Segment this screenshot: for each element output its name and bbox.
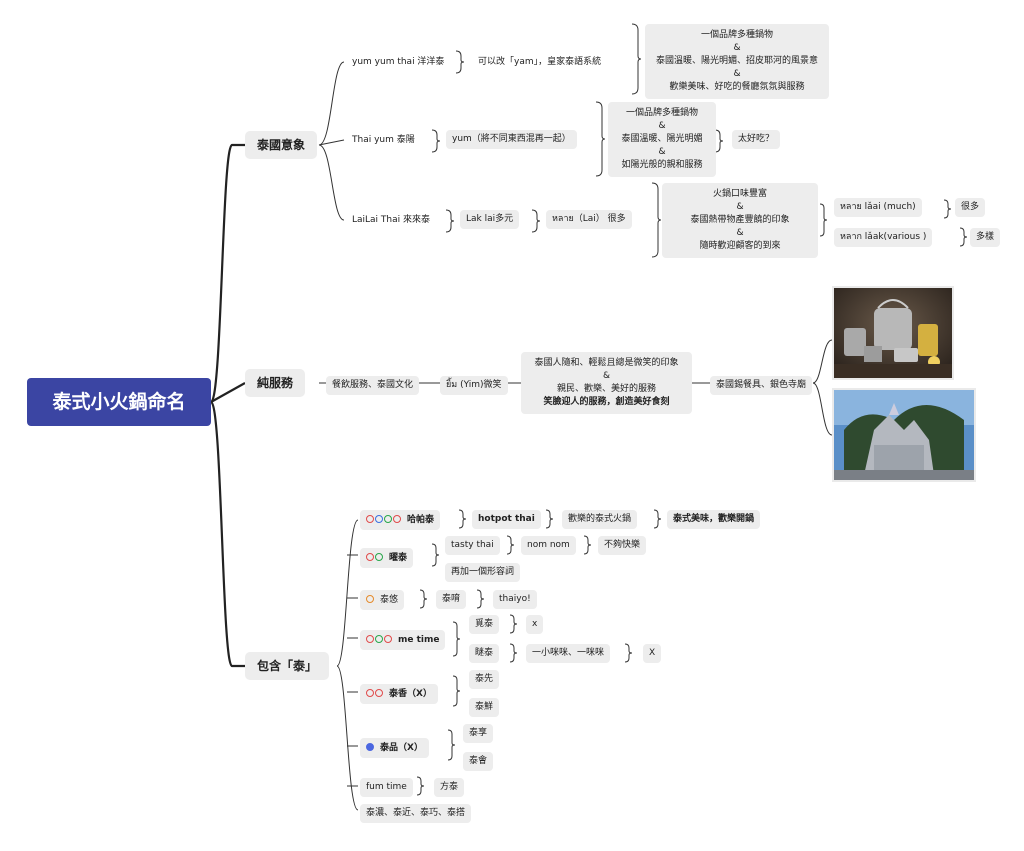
root-topic[interactable]: 泰式小火鍋命名 [27, 378, 211, 426]
reason-line: & [733, 69, 741, 79]
vote-circle-icon [375, 552, 383, 561]
vote-circle-icon [375, 634, 383, 643]
reason-line: 泰國溫暖、陽光明媚、招皮耶河的風景意 [655, 56, 818, 66]
vote-marks [366, 593, 375, 606]
vote-circle-icon [393, 514, 401, 523]
node-smile-impression[interactable]: 泰國人隨和、輕鬆且總是微笑的印象 & 親民、歡樂、美好的服務 笑臉迎人的服務，創… [521, 352, 692, 414]
node-yumyum-thai[interactable]: yum yum thai 洋洋泰 [352, 57, 445, 67]
name-label: me time [398, 635, 440, 645]
branch-contains-tai[interactable]: 包含「泰」 [245, 652, 330, 680]
tin-tableware-photo [832, 286, 954, 380]
impression-line: 泰國人隨和、輕鬆且總是微笑的印象 [534, 358, 679, 368]
vote-marks [366, 551, 384, 564]
node-mimi-x[interactable]: X [643, 644, 662, 663]
node-yumyum-detail[interactable]: 可以改「yam」，皇家泰語系統 [478, 57, 602, 67]
vote-marks [366, 741, 375, 754]
node-hotpot-thai[interactable]: hotpot thai [472, 510, 541, 529]
node-taixian[interactable]: 泰先 [469, 670, 500, 689]
reason-line: 歡樂美味、好吃的餐廳氛氛與服務 [669, 82, 805, 92]
name-label: 泰悠 [380, 595, 399, 605]
vote-circle-icon [366, 634, 374, 643]
silver-temple-photo [832, 388, 976, 482]
node-yim-smile[interactable]: ยิ้ม (Yim)微笑 [440, 376, 508, 395]
node-taixian2[interactable]: 泰鮮 [469, 698, 500, 717]
node-lailai-reason[interactable]: 火鍋口味豐富 & 泰國熱帶物產豐饒的印象 & 隨時歡迎顧客的到來 [662, 183, 818, 258]
node-tasty-thai[interactable]: tasty thai [445, 536, 500, 555]
node-yaotai[interactable]: 曜泰 [360, 548, 414, 568]
name-label: 泰香（X） [389, 689, 432, 699]
node-yumyum-reason[interactable]: 一個品牌多種鍋物 & 泰國溫暖、陽光明媚、招皮耶河的風景意 & 歡樂美味、好吃的… [645, 24, 829, 99]
node-taixiang[interactable]: 泰香（X） [360, 684, 438, 704]
reason-line: 一個品牌多種鍋物 [625, 108, 698, 118]
node-thaiyo[interactable]: thaiyo! [493, 590, 537, 609]
branch-pure-service[interactable]: 純服務 [245, 369, 306, 397]
node-thai-yum-detail[interactable]: yum（將不同東西混再一起） [446, 130, 577, 149]
reason-line: 火鍋口味豐富 [712, 189, 767, 199]
reason-line: & [658, 121, 666, 131]
node-lailai-detail[interactable]: Lak lai多元 [460, 210, 520, 229]
node-taiyou[interactable]: 泰悠 [360, 590, 405, 610]
node-mitai2[interactable]: 瞇泰 [469, 644, 500, 663]
node-lailai-thai[interactable]: LaiLai Thai 來來泰 [352, 215, 430, 225]
vote-circle-icon [375, 514, 383, 523]
node-lailai-word[interactable]: หลาย（Lai） 很多 [546, 210, 632, 229]
vote-circle-icon [366, 514, 374, 523]
vote-circle-icon [384, 514, 392, 523]
vote-circle-icon [366, 594, 374, 603]
node-other-tai-names[interactable]: 泰濃、泰近、泰巧、泰搭 [360, 804, 472, 823]
node-mitai-x[interactable]: x [526, 615, 544, 634]
vote-circle-icon [366, 688, 374, 697]
reason-line: 如陽光般的親和服務 [621, 160, 703, 170]
node-word-much[interactable]: หลาย lǎai (much) [834, 198, 922, 217]
node-thai-yum-note[interactable]: 太好吃？ [732, 130, 781, 149]
node-hotpot-meaning[interactable]: 歡樂的泰式火鍋 [562, 510, 638, 529]
vote-circle-icon [366, 552, 374, 561]
node-thai-yum[interactable]: Thai yum 泰陽 [352, 135, 415, 145]
reason-line: 一個品牌多種鍋物 [700, 30, 773, 40]
node-hotpot-slogan[interactable]: 泰式美味，歡樂開鍋 [667, 510, 761, 529]
reason-line: 隨時歡迎顧客的到來 [699, 241, 781, 251]
reason-line: & [736, 202, 744, 212]
node-hapatai[interactable]: 哈帕泰 [360, 510, 441, 530]
impression-line: 笑臉迎人的服務，創造美好食刻 [543, 397, 670, 407]
node-nom-nom[interactable]: nom nom [521, 536, 576, 555]
node-word-much-meaning[interactable]: 很多 [955, 198, 986, 217]
node-taixiang2[interactable]: 泰享 [463, 724, 494, 743]
reason-line: 泰國溫暖、陽光明媚 [621, 134, 703, 144]
impression-line: 親民、歡樂、美好的服務 [556, 384, 656, 394]
node-taihui[interactable]: 泰會 [463, 752, 494, 771]
name-label: 哈帕泰 [407, 515, 435, 525]
vote-circle-icon [384, 634, 392, 643]
node-fum-time[interactable]: fum time [360, 778, 413, 797]
reason-line: & [736, 228, 744, 238]
reason-line: & [733, 43, 741, 53]
branch-thai-image[interactable]: 泰國意象 [245, 131, 318, 159]
vote-circle-icon [375, 688, 383, 697]
node-not-happy-enough[interactable]: 不夠快樂 [598, 536, 647, 555]
node-add-adjective[interactable]: 再加一個形容詞 [445, 563, 521, 582]
node-me-time[interactable]: me time [360, 630, 446, 650]
reason-line: 泰國熱帶物產豐饒的印象 [690, 215, 790, 225]
vote-marks [366, 513, 402, 526]
vote-dot-icon [366, 742, 374, 751]
node-tin-silver-temple[interactable]: 泰國錫餐具、銀色寺廟 [710, 376, 813, 395]
reason-line: & [658, 147, 666, 157]
node-fangtai[interactable]: 方泰 [434, 778, 465, 797]
impression-line: & [602, 371, 611, 381]
node-word-various-meaning[interactable]: 多樣 [970, 228, 1001, 247]
node-mitai[interactable]: 覓泰 [469, 615, 500, 634]
node-service-culture[interactable]: 餐飲服務、泰國文化 [326, 376, 420, 395]
node-thai-yum-reason[interactable]: 一個品牌多種鍋物 & 泰國溫暖、陽光明媚 & 如陽光般的親和服務 [608, 102, 716, 177]
name-label: 曜泰 [389, 553, 408, 563]
name-label: 泰品（X） [380, 743, 423, 753]
vote-marks [366, 687, 384, 700]
vote-marks [366, 633, 393, 646]
node-taipin[interactable]: 泰品（X） [360, 738, 429, 758]
node-word-various[interactable]: หลาก lǎak(various ) [834, 228, 933, 247]
node-taiyo[interactable]: 泰唷 [436, 590, 467, 609]
node-mimi[interactable]: 一小咪咪、一咪咪 [526, 644, 611, 663]
